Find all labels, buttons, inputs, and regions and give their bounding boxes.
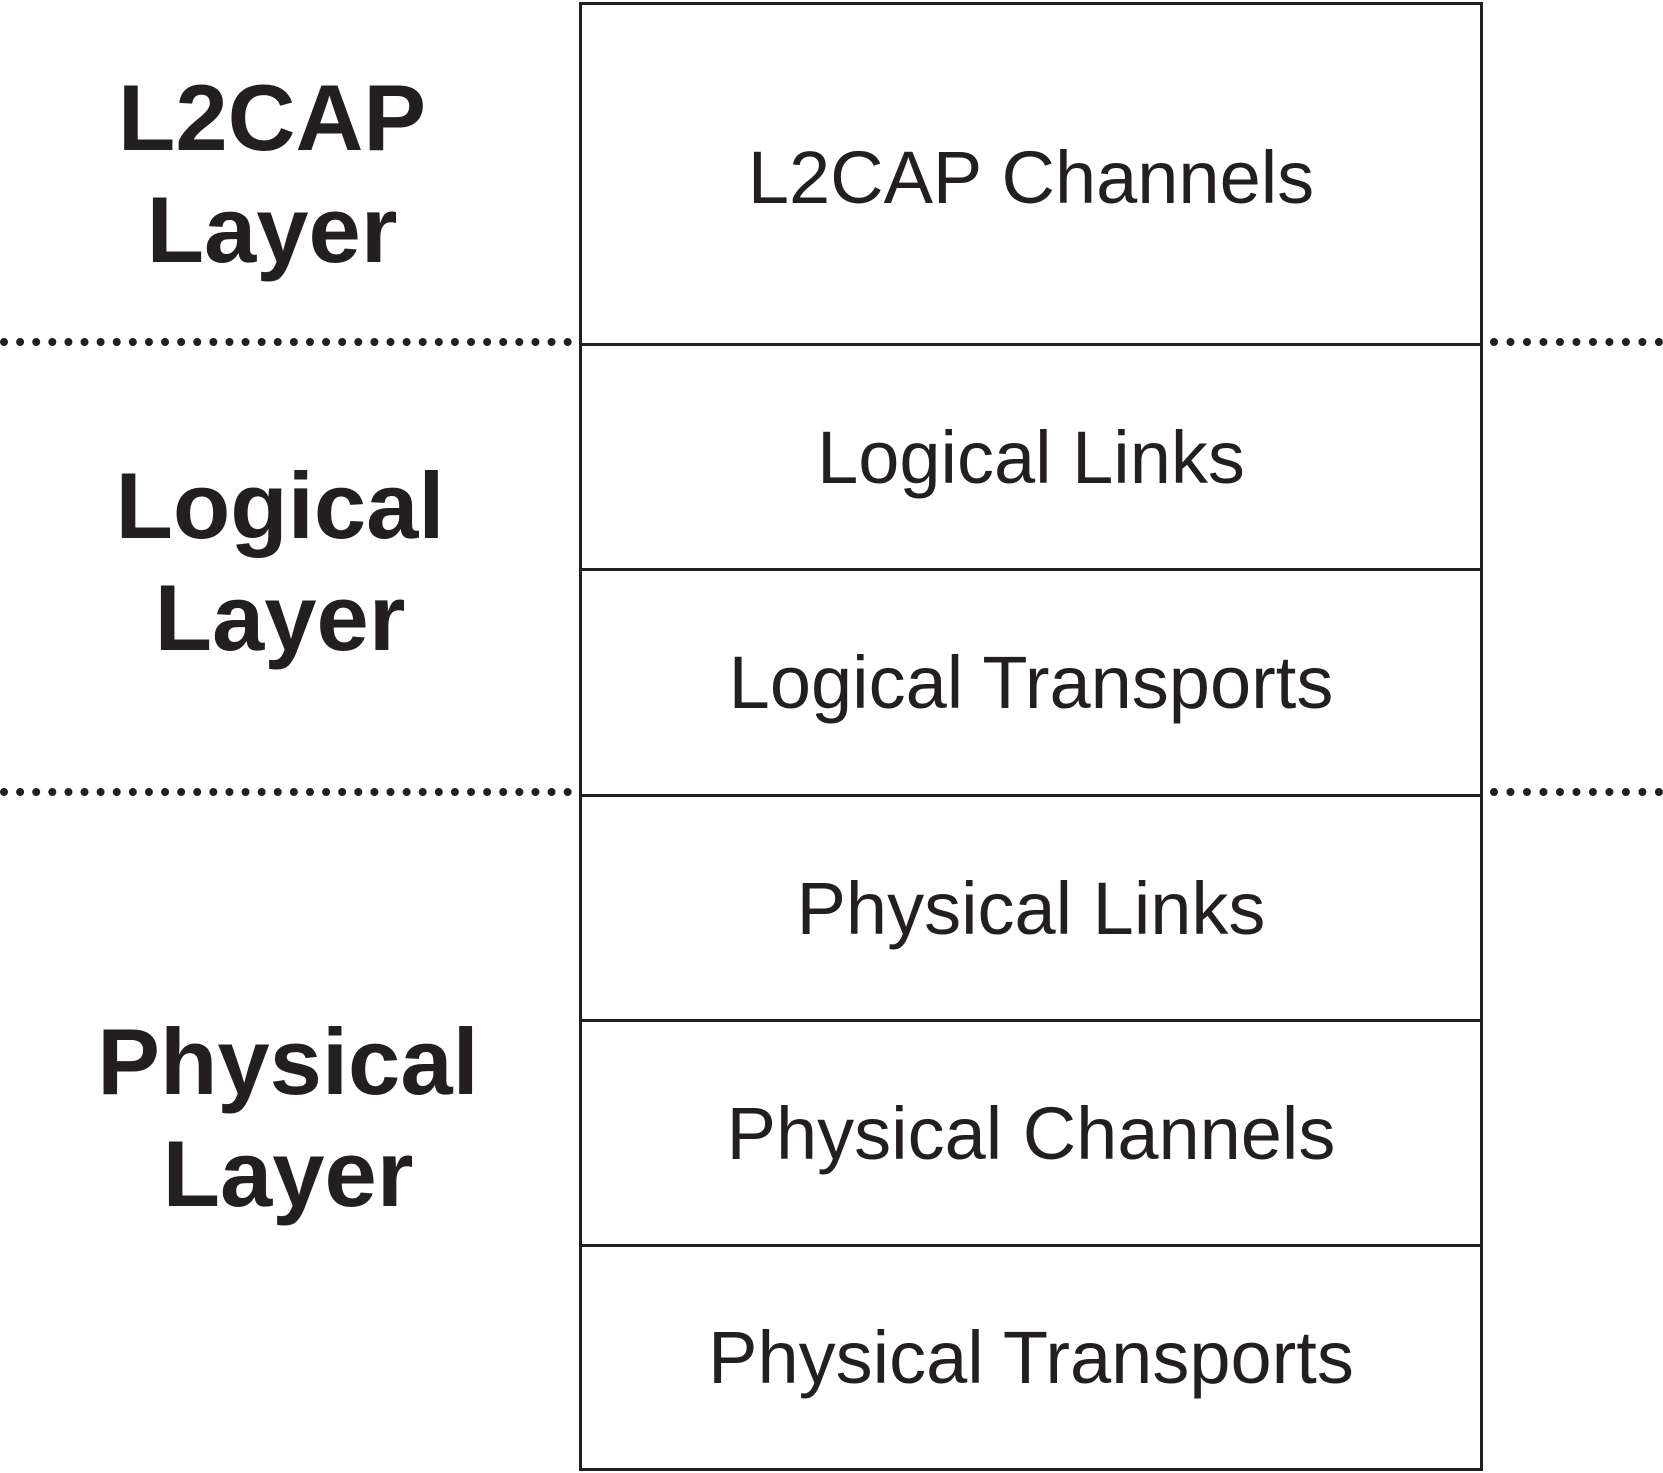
stack-cell-label: Logical Links bbox=[817, 415, 1245, 499]
boundary-logical-physical-right bbox=[1490, 788, 1663, 796]
l2cap-layer-label-line2: Layer bbox=[146, 177, 398, 282]
physical-layer-label-line2: Layer bbox=[162, 1121, 414, 1226]
logical-layer-label: Logical Layer bbox=[30, 450, 530, 674]
l2cap-layer-label: L2CAP Layer bbox=[22, 62, 522, 286]
stack-cell-label: L2CAP Channels bbox=[747, 135, 1315, 219]
boundary-logical-physical-left bbox=[0, 788, 572, 796]
stack-cell-label: Physical Links bbox=[796, 866, 1266, 950]
physical-layer-label-line1: Physical bbox=[97, 1009, 479, 1114]
logical-layer-label-line1: Logical bbox=[115, 453, 445, 558]
boundary-l2cap-logical-left bbox=[0, 338, 572, 346]
stack-cell-label: Physical Channels bbox=[726, 1091, 1336, 1175]
physical-layer-label: Physical Layer bbox=[38, 1006, 538, 1230]
l2cap-layer-label-line1: L2CAP bbox=[117, 65, 427, 170]
protocol-stack: L2CAP Channels Logical Links Logical Tra… bbox=[579, 2, 1483, 1471]
stack-cell-physical-transports: Physical Transports bbox=[582, 1244, 1480, 1468]
stack-cell-physical-links: Physical Links bbox=[582, 794, 1480, 1019]
stack-cell-logical-transports: Logical Transports bbox=[582, 568, 1480, 794]
stack-cell-physical-channels: Physical Channels bbox=[582, 1019, 1480, 1244]
stack-cell-logical-links: Logical Links bbox=[582, 343, 1480, 568]
stack-cell-l2cap-channels: L2CAP Channels bbox=[582, 5, 1480, 343]
stack-cell-label: Logical Transports bbox=[728, 641, 1334, 724]
stack-cell-label: Physical Transports bbox=[708, 1316, 1354, 1399]
boundary-l2cap-logical-right bbox=[1490, 338, 1663, 346]
logical-layer-label-line2: Layer bbox=[154, 565, 406, 670]
